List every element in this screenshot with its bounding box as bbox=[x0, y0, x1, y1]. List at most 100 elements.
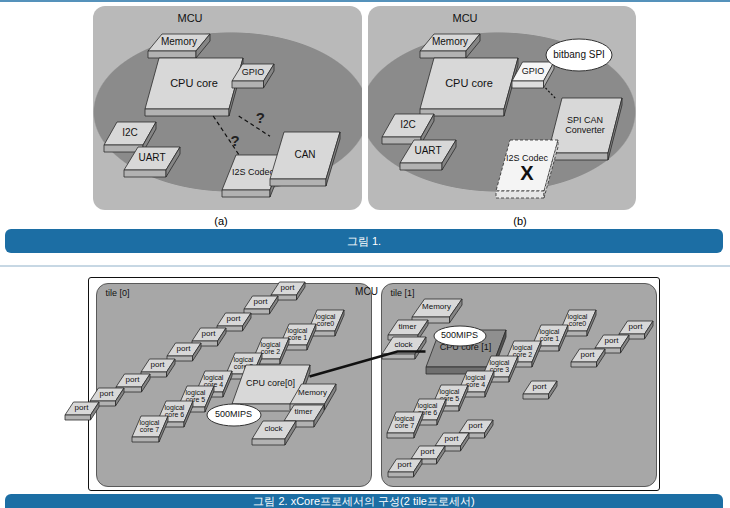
label-holder: clock bbox=[252, 421, 296, 439]
component-block: GPIO bbox=[232, 64, 274, 88]
ellipse-shape bbox=[546, 39, 612, 71]
ellipse-shape bbox=[434, 326, 486, 346]
label-holder: port bbox=[435, 433, 469, 446]
side-face bbox=[217, 328, 226, 346]
node-label: port bbox=[126, 376, 140, 384]
connector-line bbox=[239, 116, 270, 136]
label-holder: clock bbox=[382, 337, 426, 354]
component-block: CAN bbox=[270, 132, 340, 186]
component-block: Memory bbox=[420, 34, 480, 58]
node-label: Memory bbox=[161, 37, 197, 48]
tile-panel: tile [0]portportportportportportportport… bbox=[96, 283, 372, 487]
front-face bbox=[420, 51, 466, 58]
component-block: UART bbox=[400, 140, 456, 170]
side-face bbox=[296, 282, 305, 300]
node-label: I2S Codec bbox=[506, 154, 548, 163]
node-label: GPIO bbox=[242, 68, 265, 77]
node-label: UART bbox=[414, 146, 441, 157]
node-label: port bbox=[469, 422, 483, 430]
node-label: Memory bbox=[422, 303, 451, 311]
side-face bbox=[414, 412, 423, 438]
side-face bbox=[459, 385, 468, 411]
label-holder: Memory bbox=[420, 34, 480, 51]
top-face bbox=[420, 58, 518, 109]
side-face bbox=[544, 140, 558, 198]
side-face bbox=[115, 388, 124, 406]
side-face bbox=[644, 321, 653, 339]
node-label: port bbox=[421, 448, 435, 456]
front-face bbox=[496, 191, 544, 198]
side-face bbox=[509, 356, 518, 382]
front-face bbox=[132, 437, 159, 442]
node-label: X bbox=[520, 163, 533, 184]
side-face bbox=[548, 381, 557, 399]
front-face bbox=[571, 362, 597, 367]
panel-heading: MCU bbox=[452, 12, 477, 24]
node-label: port bbox=[398, 461, 412, 469]
node-label: port bbox=[100, 390, 114, 398]
mcu-panel: MCUMemoryCPU coreGPIOI2CUARTI2S CodecCAN bbox=[93, 6, 362, 210]
side-face bbox=[223, 371, 232, 397]
node-label: CPU core[0] bbox=[246, 379, 295, 388]
node-label: port bbox=[581, 351, 595, 359]
mcu-panel: MCUMemoryCPU coreGPIObitbang SPII2CUARTS… bbox=[368, 6, 636, 210]
label-holder: port bbox=[217, 313, 251, 326]
node-label: CPU core bbox=[445, 78, 493, 90]
figure-label: (b) bbox=[513, 215, 526, 227]
node-label: I2C bbox=[400, 120, 416, 131]
component-block: CPU core bbox=[420, 58, 518, 116]
label-holder: port bbox=[244, 296, 278, 309]
node-label: 500MIPS bbox=[441, 331, 478, 340]
front-face bbox=[548, 153, 608, 160]
label-holder: port bbox=[595, 335, 629, 348]
side-face bbox=[587, 310, 596, 336]
side-face bbox=[415, 337, 426, 359]
side-face bbox=[166, 147, 180, 177]
panel-heading: MCU bbox=[177, 12, 202, 24]
node-label: 그림 1. bbox=[347, 235, 381, 247]
side-face bbox=[307, 324, 316, 350]
logical-core-block: logical core 7 bbox=[387, 412, 423, 438]
label-holder: UART bbox=[124, 147, 180, 170]
connector-line bbox=[213, 116, 239, 155]
label-holder: port bbox=[523, 381, 557, 394]
side-face bbox=[436, 446, 445, 464]
component-block: Memory bbox=[148, 34, 210, 58]
node-label: port bbox=[629, 323, 643, 331]
side-face bbox=[596, 349, 605, 367]
component-block: clock bbox=[382, 337, 426, 359]
label-holder: port bbox=[192, 328, 226, 341]
label-holder: port bbox=[271, 282, 305, 295]
label-holder: port bbox=[571, 349, 605, 362]
side-face bbox=[485, 371, 494, 397]
side-face bbox=[608, 98, 622, 160]
node-label: Memory bbox=[298, 389, 327, 397]
label-holder: port bbox=[619, 321, 653, 334]
logical-core-block: logical core 7 bbox=[132, 416, 168, 442]
callout-ellipse: 500MIPS bbox=[433, 325, 487, 347]
component-block: UART bbox=[124, 147, 180, 177]
side-face bbox=[192, 343, 201, 361]
side-face bbox=[280, 338, 289, 364]
mcu-frame: MCUtile [0]portportportportportportportp… bbox=[88, 277, 660, 491]
node-label: bitbang SPI bbox=[553, 50, 605, 61]
panel-heading: tile [1] bbox=[390, 288, 414, 298]
label-holder: Memory bbox=[148, 34, 210, 51]
node-label: I2C bbox=[122, 128, 138, 139]
connector-line bbox=[546, 88, 556, 98]
label-holder: 그림 1. bbox=[5, 229, 723, 253]
top-face bbox=[145, 58, 243, 109]
node-label: port bbox=[202, 330, 216, 338]
side-face bbox=[264, 64, 275, 88]
port-block: port bbox=[571, 349, 605, 367]
node-label: port bbox=[254, 298, 268, 306]
label-holder: Memory bbox=[412, 299, 462, 317]
node-label: port bbox=[177, 345, 191, 353]
side-face bbox=[196, 34, 210, 58]
front-face bbox=[270, 179, 326, 186]
caption-band: 그림 1. bbox=[5, 229, 723, 253]
rule-line bbox=[0, 266, 730, 267]
